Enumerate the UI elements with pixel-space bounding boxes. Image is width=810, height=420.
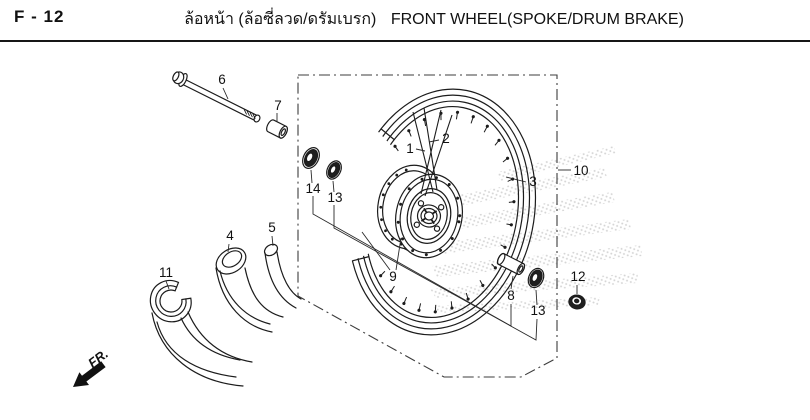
axle-nut-part: [568, 294, 586, 310]
fr-arrow-icon: [73, 361, 106, 387]
page-title-english: FRONT WHEEL(SPOKE/DRUM BRAKE): [390, 11, 684, 28]
bearing-left-part: [326, 160, 342, 180]
page-header: F - 12 ล้อหน้า (ล้อซี่ลวด/ดรัมเบรก) FRON…: [0, 0, 810, 42]
bearing-right-part: [527, 267, 545, 289]
page-title: ล้อหน้า (ล้อซี่ลวด/ดรัมเบรก) FRONT WHEEL…: [70, 7, 798, 32]
side-collar-part: [266, 119, 288, 139]
callout-1: 1: [406, 141, 414, 156]
page-code: F - 12: [14, 7, 65, 26]
callout-5: 5: [268, 220, 276, 235]
callout-8: 8: [507, 288, 515, 303]
callout-6: 6: [218, 72, 226, 87]
callout-13-left: 13: [327, 190, 342, 205]
callout-10: 10: [573, 163, 588, 178]
callout-12: 12: [570, 269, 585, 284]
fr-label: FR.: [85, 346, 111, 371]
center-collar-part: [496, 252, 526, 276]
callout-11: 11: [159, 265, 173, 280]
callout-7: 7: [274, 98, 282, 113]
callout-4: 4: [226, 228, 234, 243]
tire-part: [149, 280, 253, 387]
page-title-thai: ล้อหน้า (ล้อซี่ลวด/ดรัมเบรก): [184, 11, 377, 28]
flap-part: [263, 243, 302, 309]
hub-part: [377, 164, 463, 259]
callout-3: 3: [529, 174, 537, 189]
leader-lines: [165, 87, 578, 341]
rim-part: [293, 88, 537, 336]
callout-2: 2: [442, 131, 450, 146]
dust-seal-part: [302, 147, 320, 169]
callout-9: 9: [389, 269, 397, 284]
tube-part: [215, 247, 284, 333]
assembly-boundary-box: [297, 74, 558, 378]
axle-part: [172, 71, 261, 123]
callout-13-right: 13: [530, 303, 545, 318]
spokes-part: [412, 107, 453, 197]
callout-14: 14: [305, 181, 321, 196]
fr-direction-indicator: FR.: [73, 346, 111, 387]
